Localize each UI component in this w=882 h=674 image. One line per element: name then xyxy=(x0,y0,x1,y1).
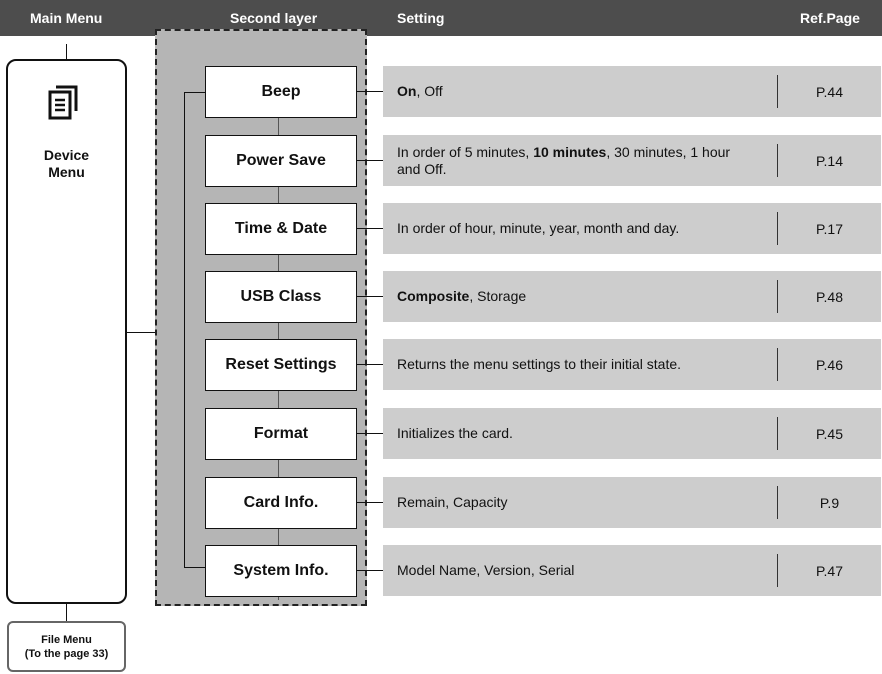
second-layer-item-format[interactable]: Format xyxy=(205,408,357,460)
device-menu-label-1: Device xyxy=(43,147,90,163)
ref-page-system-info[interactable]: P.47 xyxy=(816,562,843,579)
header-bar: Main Menu Second layer Setting Ref.Page xyxy=(0,0,882,36)
setting-text-format: Initializes the card. xyxy=(397,408,757,459)
device-menu-icon xyxy=(48,83,84,121)
setting-text-post: , Storage xyxy=(469,288,527,304)
device-menu-box[interactable]: Device Menu xyxy=(6,59,127,604)
second-layer-item-system-info[interactable]: System Info. xyxy=(205,545,357,597)
connector-reset-settings xyxy=(357,364,383,365)
connector-time-date xyxy=(357,228,383,229)
setting-text-system-info: Model Name, Version, Serial xyxy=(397,545,757,596)
setting-row-card-info: Remain, Capacity P.9 xyxy=(383,477,881,528)
ref-divider xyxy=(777,417,778,450)
setting-text-card-info: Remain, Capacity xyxy=(397,477,757,528)
second-layer-item-usb-class[interactable]: USB Class xyxy=(205,271,357,323)
ref-divider xyxy=(777,212,778,245)
setting-text-pre: In order of 5 minutes, xyxy=(397,143,534,160)
ref-page-time-date[interactable]: P.17 xyxy=(816,220,843,237)
ref-divider xyxy=(777,144,778,177)
second-layer-item-reset-settings[interactable]: Reset Settings xyxy=(205,339,357,391)
tree-branch-top xyxy=(184,92,205,93)
setting-text-pre: Returns the menu settings to their initi… xyxy=(397,356,682,372)
setting-text-pre: Remain, Capacity xyxy=(397,494,508,510)
ref-divider xyxy=(777,554,778,587)
setting-row-beep: On, Off P.44 xyxy=(383,66,881,117)
connector-beep xyxy=(357,91,383,92)
second-layer-item-time-date[interactable]: Time & Date xyxy=(205,203,357,255)
second-layer-item-beep[interactable]: Beep xyxy=(205,66,357,118)
setting-text-pre: Model Name, Version, Serial xyxy=(397,562,575,578)
tree-vertical-line xyxy=(184,92,185,567)
setting-row-power-save: In order of 5 minutes, 10 minutes, 30 mi… xyxy=(383,135,881,186)
tree-branch-bottom xyxy=(184,567,205,568)
ref-divider xyxy=(777,486,778,519)
ref-page-beep[interactable]: P.44 xyxy=(816,83,843,100)
ref-divider xyxy=(777,75,778,108)
connector-bottom xyxy=(66,604,67,621)
file-menu-page-ref: (To the page 33) xyxy=(24,647,109,660)
setting-text-pre: Initializes the card. xyxy=(397,425,513,441)
connector-usb-class xyxy=(357,296,383,297)
setting-row-time-date: In order of hour, minute, year, month an… xyxy=(383,203,881,254)
setting-row-format: Initializes the card. P.45 xyxy=(383,408,881,459)
ref-divider xyxy=(777,348,778,381)
ref-divider xyxy=(777,280,778,313)
setting-text-beep: On, Off xyxy=(397,66,757,117)
connector-format xyxy=(357,433,383,434)
device-menu-label-2: Menu xyxy=(48,164,85,180)
setting-text-pre: In order of hour, minute, year, month an… xyxy=(397,220,680,236)
second-layer-item-power-save[interactable]: Power Save xyxy=(205,135,357,187)
setting-default-value: 10 minutes xyxy=(533,143,607,160)
header-ref-page: Ref.Page xyxy=(800,10,860,26)
setting-default-value: On xyxy=(397,83,417,99)
header-main-menu: Main Menu xyxy=(30,10,103,26)
setting-default-value: Composite xyxy=(397,288,470,304)
setting-text-power-save: In order of 5 minutes, 10 minutes, 30 mi… xyxy=(397,135,757,186)
connector-power-save xyxy=(357,160,383,161)
file-menu-label: File Menu xyxy=(41,633,92,646)
setting-text-time-date: In order of hour, minute, year, month an… xyxy=(397,203,757,254)
stack-spine xyxy=(278,66,279,600)
setting-row-reset-settings: Returns the menu settings to their initi… xyxy=(383,339,881,390)
setting-row-system-info: Model Name, Version, Serial P.47 xyxy=(383,545,881,596)
ref-page-usb-class[interactable]: P.48 xyxy=(816,288,843,305)
connector-system-info xyxy=(357,570,383,571)
ref-page-reset-settings[interactable]: P.46 xyxy=(816,356,843,373)
setting-row-usb-class: Composite, Storage P.48 xyxy=(383,271,881,322)
ref-page-power-save[interactable]: P.14 xyxy=(816,152,843,169)
ref-page-card-info[interactable]: P.9 xyxy=(819,494,840,511)
setting-text-post: , 30 minutes, 1 hour and Off. xyxy=(397,143,731,177)
setting-text-reset-settings: Returns the menu settings to their initi… xyxy=(397,339,757,390)
setting-text-usb-class: Composite, Storage xyxy=(397,271,757,322)
ref-page-format[interactable]: P.45 xyxy=(816,425,843,442)
header-second-layer: Second layer xyxy=(230,10,318,26)
setting-text-post: , Off xyxy=(416,83,443,99)
connector-main-to-panel xyxy=(127,332,155,333)
header-setting: Setting xyxy=(397,10,445,26)
second-layer-item-card-info[interactable]: Card Info. xyxy=(205,477,357,529)
file-menu-box[interactable]: File Menu (To the page 33) xyxy=(7,621,126,672)
connector-top xyxy=(66,44,67,59)
connector-card-info xyxy=(357,502,383,503)
